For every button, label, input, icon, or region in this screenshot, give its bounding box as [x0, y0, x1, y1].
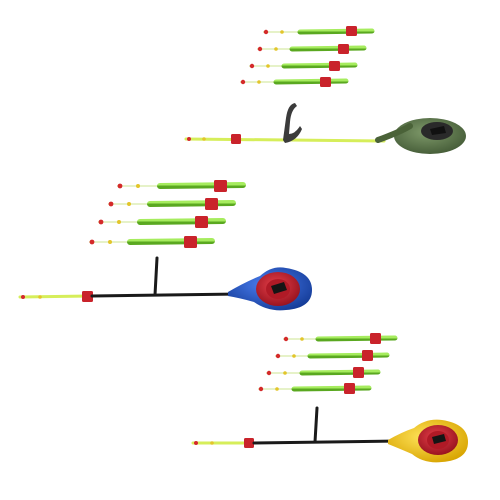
reel-knob	[430, 126, 446, 135]
line-marker	[244, 438, 254, 448]
ice-rod-olive	[184, 103, 466, 154]
line-guide-post	[153, 256, 159, 297]
rod-shaft	[252, 439, 402, 445]
line-marker	[231, 134, 241, 144]
spare-tip	[108, 198, 236, 210]
spare-tips-set-3	[258, 333, 398, 394]
spare-tip	[263, 26, 375, 36]
reel-knob	[271, 282, 287, 294]
spare-tip	[240, 77, 349, 87]
line-guide-hook	[283, 103, 302, 143]
spare-tip	[266, 367, 381, 378]
line-guide-post	[313, 406, 319, 444]
spare-tip	[117, 180, 246, 192]
rod-shaft	[90, 292, 242, 298]
spare-tip	[89, 236, 215, 248]
spare-tip	[275, 350, 390, 361]
spare-tip	[98, 216, 226, 228]
ice-rod-blue	[18, 256, 312, 311]
line-marker	[82, 291, 93, 302]
spare-tip	[283, 333, 398, 344]
spare-tip	[257, 44, 367, 54]
ice-rod-yellow	[191, 406, 468, 463]
spare-tip	[249, 61, 358, 71]
reel-knob	[432, 434, 446, 444]
rod-tip	[18, 294, 92, 299]
spare-tips-set-2	[89, 180, 246, 248]
spare-tips-set-1	[240, 26, 375, 87]
spare-tip	[258, 383, 372, 394]
